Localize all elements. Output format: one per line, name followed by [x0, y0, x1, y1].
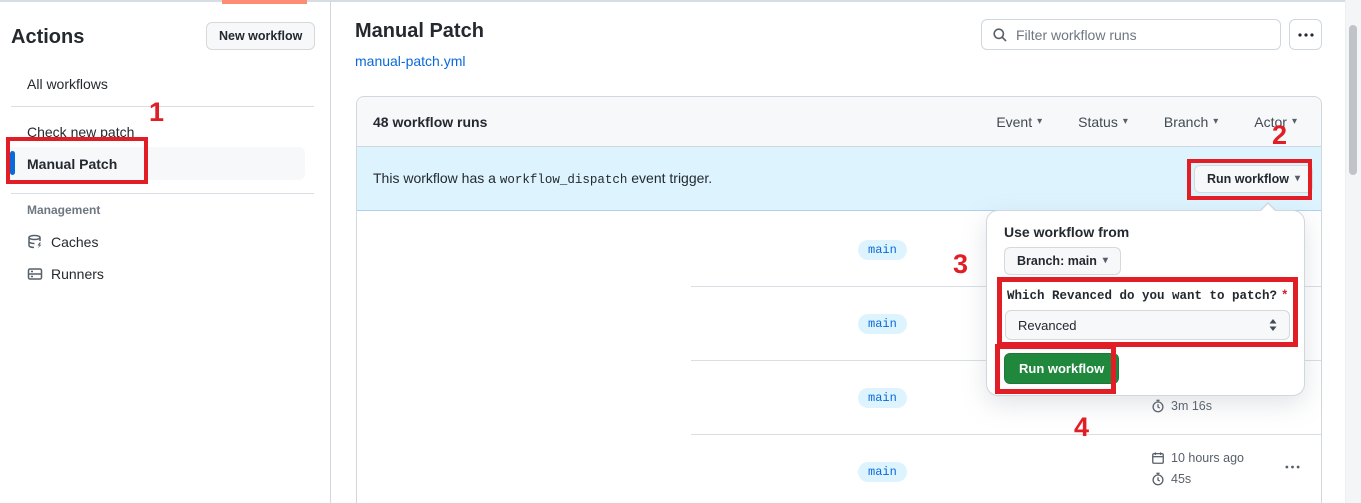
filter-event[interactable]: Event ▾	[996, 113, 1043, 130]
search-icon	[992, 27, 1008, 43]
sidebar-item-label: Caches	[51, 234, 99, 250]
sidebar-item-check-new-patch[interactable]: Check new patch	[27, 124, 135, 140]
banner-text: This workflow has a workflow_dispatch ev…	[373, 170, 713, 187]
filter-status[interactable]: Status ▾	[1078, 113, 1128, 130]
calendar-icon	[1151, 451, 1165, 465]
run-options-button[interactable]	[1277, 456, 1307, 478]
filter-actor[interactable]: Actor ▾	[1254, 113, 1297, 130]
annotation-number-1: 1	[149, 97, 165, 127]
scrollbar-thumb[interactable]	[1349, 25, 1357, 175]
branch-selector-button[interactable]: Branch: main ▾	[1004, 247, 1121, 275]
runners-icon	[27, 266, 43, 282]
up-down-arrows-icon	[1267, 318, 1279, 332]
code-workflow-dispatch: workflow_dispatch	[499, 173, 628, 187]
workflow-input-label: Which Revanced do you want to patch?*	[1007, 289, 1289, 303]
run-duration: 45s	[1151, 472, 1191, 486]
sidebar-item-label: Runners	[51, 266, 104, 282]
chevron-down-icon: ▾	[1291, 115, 1297, 127]
sidebar-item-runners[interactable]: Runners	[27, 266, 104, 282]
sidebar-item-manual-patch[interactable]: Manual Patch	[8, 147, 305, 180]
workflow-more-options-button[interactable]	[1289, 19, 1322, 50]
branch-badge[interactable]: main	[858, 240, 907, 260]
branch-badge[interactable]: main	[858, 388, 907, 408]
workflow-dispatch-banner: This workflow has a workflow_dispatch ev…	[357, 147, 1321, 211]
actions-tab-underline	[222, 0, 307, 4]
run-workflow-dropdown-button[interactable]: Run workflow ▾	[1194, 165, 1313, 193]
stopwatch-icon	[1151, 472, 1165, 486]
sidebar-item-all-workflows[interactable]: All workflows	[27, 76, 108, 92]
workflow-file-link[interactable]: manual-patch.yml	[355, 53, 466, 69]
revanced-select[interactable]: Revanced	[1005, 310, 1290, 340]
page-top-border	[0, 0, 1361, 2]
branch-badge[interactable]: main	[858, 462, 907, 482]
runs-filters: Event ▾ Status ▾ Branch ▾ Actor ▾	[996, 114, 1297, 130]
run-workflow-dialog: Use workflow from Branch: main ▾ Which R…	[986, 202, 1305, 396]
kebab-horizontal-icon	[1284, 465, 1300, 469]
sidebar-title: Actions	[11, 26, 85, 48]
select-value: Revanced	[1018, 317, 1077, 333]
filter-branch[interactable]: Branch ▾	[1163, 113, 1219, 130]
management-heading: Management	[27, 203, 101, 217]
sidebar-divider-vertical	[330, 0, 331, 503]
workflow-run-row[interactable]: main	[357, 211, 1321, 286]
stopwatch-icon	[1151, 399, 1165, 413]
runs-table-header: 48 workflow runs Event ▾ Status ▾ Branch…	[357, 97, 1321, 147]
run-date: 10 hours ago	[1151, 451, 1244, 465]
selected-item-accent-bar	[10, 151, 15, 175]
sidebar-divider	[11, 193, 314, 194]
chevron-down-icon: ▾	[1102, 255, 1108, 266]
dialog-heading: Use workflow from	[1004, 224, 1130, 240]
workflow-run-row[interactable]: main 10 hours ago 45s	[357, 434, 1321, 503]
chevron-down-icon: ▾	[1294, 173, 1300, 184]
search-input[interactable]	[1016, 26, 1272, 43]
page-title: Manual Patch	[355, 20, 484, 42]
filter-runs-searchbox[interactable]	[981, 19, 1281, 50]
required-asterisk: *	[1281, 289, 1289, 303]
branch-badge[interactable]: main	[858, 314, 907, 334]
run-workflow-submit-button[interactable]: Run workflow	[1004, 353, 1120, 384]
sidebar-item-label: Manual Patch	[27, 155, 118, 172]
chevron-down-icon: ▾	[1213, 115, 1219, 127]
runs-count: 48 workflow runs	[373, 113, 488, 130]
chevron-down-icon: ▾	[1122, 115, 1128, 127]
sidebar-divider	[11, 106, 314, 107]
dialog-caret	[1260, 204, 1276, 212]
sidebar-item-caches[interactable]: Caches	[27, 234, 98, 250]
row-separator	[691, 434, 1321, 435]
new-workflow-button[interactable]: New workflow	[206, 22, 316, 50]
run-duration: 3m 16s	[1151, 399, 1212, 413]
kebab-horizontal-icon	[1297, 32, 1314, 37]
cache-icon	[27, 234, 43, 250]
chevron-down-icon: ▾	[1037, 115, 1043, 127]
